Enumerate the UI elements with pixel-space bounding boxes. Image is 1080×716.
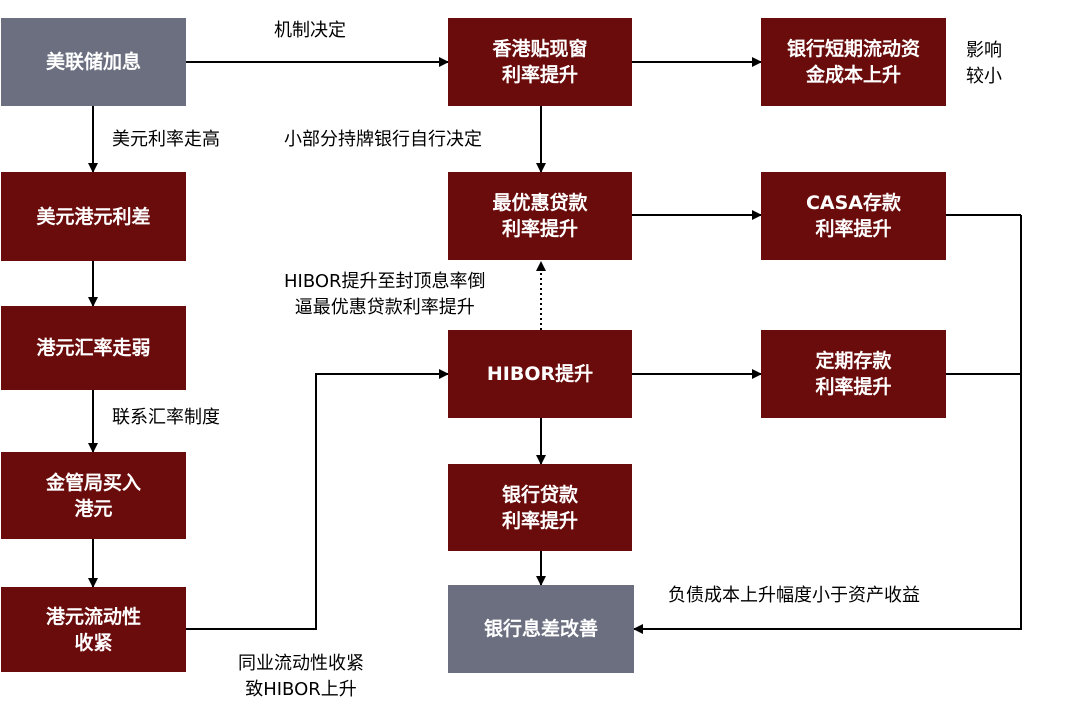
node-prime-rate: 最优惠贷款 利率提升 [448,172,632,260]
node-usd-hkd-spread: 美元港元利差 [1,172,186,261]
node-hkd-liquidity-tightens: 港元流动性 收紧 [1,587,186,672]
arrow-deposits-to-nim [633,215,1022,634]
node-hibor-rise: HIBOR提升 [448,330,632,418]
label-some-banks-decide: 小部分持牌银行自行决定 [284,129,482,150]
node-bank-loan-rate: 银行贷款 利率提升 [448,464,632,551]
node-time-deposit-rate: 定期存款 利率提升 [761,330,946,418]
label-interbank-tightening: 同业流动性收紧 致HIBOR上升 [238,653,364,700]
label-mechanism: 机制决定 [274,20,346,41]
node-casa-rate: CASA存款 利率提升 [761,172,946,260]
node-bank-funding-cost: 银行短期流动资 金成本上升 [761,18,946,106]
arrow-liquidity-to-hibor [186,369,449,630]
node-discount-window-rate: 香港贴现窗 利率提升 [448,18,632,106]
node-nim-improves: 银行息差改善 [448,585,634,673]
label-impact-small: 影响 较小 [966,40,1002,87]
label-usd-rate-high: 美元利率走高 [112,129,220,150]
label-peg-system: 联系汇率制度 [112,407,220,428]
node-hkma-buys-hkd: 金管局买入 港元 [1,452,186,539]
node-hkd-weakens: 港元汇率走弱 [1,306,186,390]
node-fed-hike: 美联储加息 [1,18,186,106]
label-hibor-cap: HIBOR提升至封顶息率倒 逼最优惠贷款利率提升 [284,271,486,318]
label-cost-vs-yield: 负债成本上升幅度小于资产收益 [668,585,920,606]
